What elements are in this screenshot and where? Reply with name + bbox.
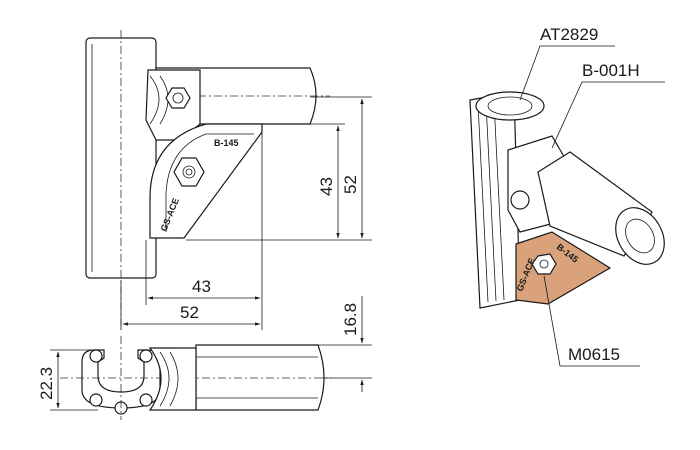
dim-width-52: 52 [180,303,199,322]
callout-screw: M0615 [568,345,620,364]
plate-model-stamp: B-145 [214,138,239,148]
dim-height-52: 52 [341,175,360,194]
section-fitting [148,347,197,411]
dim-depth-16-8: 16.8 [341,303,360,336]
hex-nut [165,87,191,109]
callout-joint: AT2829 [540,25,598,44]
corner-plate [149,123,263,239]
dim-offset-22-3: 22.3 [37,367,56,400]
side-pipe [195,344,325,411]
dim-width-43: 43 [192,277,211,296]
front-view: B-145 GS-ACE [85,30,330,330]
callout-fitting: B-001H [582,61,640,80]
isometric-view: B-145 GS-ACE [469,91,665,309]
dim-height-43: 43 [317,177,336,196]
bottom-view [60,336,332,420]
bottom-dimensions: 22.3 16.8 [37,296,372,411]
plate-hex-bolt [173,157,205,187]
callouts: AT2829 B-001H M0615 [519,25,665,367]
iso-plate-nut [531,253,557,275]
front-dimensions: 43 52 43 52 [120,96,372,330]
iso-pipe-top [475,91,545,121]
iso-corner-plate [515,231,612,305]
iso-pipe-end [615,207,665,265]
